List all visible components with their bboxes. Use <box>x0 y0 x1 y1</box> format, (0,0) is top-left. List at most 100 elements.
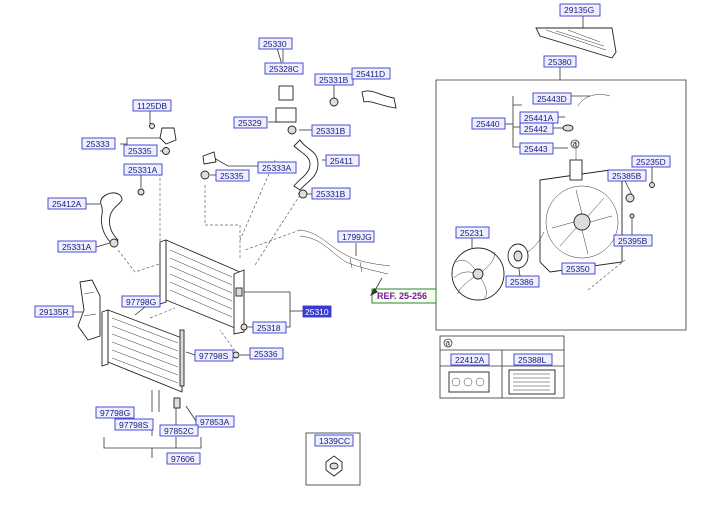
part-label-25411D[interactable]: 25411D <box>351 67 391 80</box>
svg-text:1339CC: 1339CC <box>319 436 350 446</box>
part-label-25335-a[interactable]: 25335 <box>215 169 250 182</box>
part-label-25333A[interactable]: 25333A <box>257 161 297 174</box>
svg-text:25231: 25231 <box>460 228 484 238</box>
part-label-25333[interactable]: 25333 <box>81 137 116 150</box>
part-label-29135R[interactable]: 29135R <box>34 305 74 318</box>
svg-text:25318: 25318 <box>257 323 281 333</box>
part-label-22412A[interactable]: 22412A <box>450 353 490 366</box>
svg-text:25235D: 25235D <box>636 157 666 167</box>
svg-text:25411D: 25411D <box>356 69 385 79</box>
part-label-25335-b[interactable]: 25335 <box>123 144 158 157</box>
svg-text:29135R: 29135R <box>39 307 69 317</box>
svg-text:29135G: 29135G <box>564 5 594 15</box>
part-label-25336[interactable]: 25336 <box>249 347 284 360</box>
part-label-25318[interactable]: 25318 <box>252 321 287 334</box>
condenser <box>101 309 185 409</box>
part-label-25331B-a[interactable]: 25331B <box>314 73 354 86</box>
svg-text:25386: 25386 <box>510 277 534 287</box>
callout-marker-a: a <box>573 140 578 149</box>
svg-text:97798S: 97798S <box>119 420 149 430</box>
part-label-97606[interactable]: 97606 <box>166 452 201 465</box>
svg-text:25395B: 25395B <box>618 236 648 246</box>
part-label-1339CC[interactable]: 1339CC <box>314 434 354 447</box>
svg-text:97852C: 97852C <box>164 426 194 436</box>
svg-text:22412A: 22412A <box>455 355 485 365</box>
bolt-box <box>305 432 361 486</box>
part-label-25385B[interactable]: 25385B <box>607 169 647 182</box>
filler-neck <box>275 65 297 135</box>
callout-legend-a: a <box>446 339 451 348</box>
dashed-guides <box>117 159 626 356</box>
ref-arrowhead <box>370 288 378 296</box>
part-label-25329[interactable]: 25329 <box>233 116 268 129</box>
fan-motor <box>507 231 545 269</box>
part-label-25440[interactable]: 25440 <box>471 117 506 130</box>
part-label-25443[interactable]: 25443 <box>519 142 554 155</box>
part-label-25235D[interactable]: 25235D <box>631 155 671 168</box>
svg-text:25388L: 25388L <box>518 355 547 365</box>
svg-text:97798S: 97798S <box>199 351 229 361</box>
svg-text:25310: 25310 <box>305 307 329 317</box>
part-label-25331A-b[interactable]: 25331A <box>57 240 97 253</box>
part-label-97798G-b[interactable]: 97798G <box>95 406 135 419</box>
side-air-guard <box>77 279 101 341</box>
part-label-25388L[interactable]: 25388L <box>513 353 553 366</box>
svg-text:97853A: 97853A <box>200 417 230 427</box>
part-label-97852C[interactable]: 97852C <box>159 424 199 437</box>
svg-text:97606: 97606 <box>171 454 195 464</box>
svg-text:REF. 25-256: REF. 25-256 <box>377 291 427 301</box>
svg-text:25331A: 25331A <box>62 242 92 252</box>
part-label-1125DB[interactable]: 1125DB <box>132 99 172 112</box>
svg-text:25333: 25333 <box>86 139 110 149</box>
svg-text:25443D: 25443D <box>537 94 567 104</box>
part-label-25328C[interactable]: 25328C <box>264 62 304 75</box>
svg-text:25412A: 25412A <box>52 199 82 209</box>
svg-text:25331A: 25331A <box>128 165 158 175</box>
part-label-1799JG[interactable]: 1799JG <box>337 230 375 243</box>
upper-hose <box>329 90 397 109</box>
ref-link[interactable]: REF. 25-256 <box>371 288 437 304</box>
svg-text:25331B: 25331B <box>319 75 349 85</box>
svg-text:1125DB: 1125DB <box>137 101 167 111</box>
part-label-25330[interactable]: 25330 <box>258 37 293 50</box>
part-label-25442[interactable]: 25442 <box>519 122 554 135</box>
part-label-25441A[interactable]: 25441A <box>519 111 559 124</box>
svg-text:97798G: 97798G <box>126 297 156 307</box>
svg-text:25328C: 25328C <box>269 64 299 74</box>
cooling-fan <box>451 247 505 301</box>
part-label-97853A[interactable]: 97853A <box>195 415 235 428</box>
radiator <box>159 239 248 359</box>
svg-text:25441A: 25441A <box>524 113 554 123</box>
upper-air-guard <box>535 27 617 59</box>
part-label-97798S-b[interactable]: 97798S <box>114 418 154 431</box>
svg-text:1799JG: 1799JG <box>342 232 372 242</box>
part-label-25231[interactable]: 25231 <box>455 226 490 239</box>
svg-text:25440: 25440 <box>476 119 500 129</box>
part-label-97798S-a[interactable]: 97798S <box>194 349 234 362</box>
svg-text:25331B: 25331B <box>316 189 346 199</box>
part-label-25411[interactable]: 25411 <box>325 154 360 167</box>
svg-text:25380: 25380 <box>548 57 572 67</box>
part-label-25380[interactable]: 25380 <box>543 55 577 68</box>
part-label-25331A-a[interactable]: 25331A <box>123 163 163 176</box>
svg-text:25385B: 25385B <box>612 171 642 181</box>
svg-text:25442: 25442 <box>524 124 548 134</box>
part-label-25331B-b[interactable]: 25331B <box>311 124 351 137</box>
svg-text:25336: 25336 <box>254 349 278 359</box>
part-label-25386[interactable]: 25386 <box>505 275 540 288</box>
part-label-25443D[interactable]: 25443D <box>532 92 572 105</box>
svg-text:25411: 25411 <box>330 156 353 166</box>
part-label-25412A[interactable]: 25412A <box>47 197 87 210</box>
part-label-25350[interactable]: 25350 <box>561 262 596 275</box>
svg-text:25350: 25350 <box>566 264 590 274</box>
part-label-25331B-c[interactable]: 25331B <box>311 187 351 200</box>
part-label-25310[interactable]: 25310 <box>302 305 332 318</box>
part-label-29135G[interactable]: 29135G <box>559 3 601 17</box>
lower-hose <box>293 139 319 199</box>
svg-text:25329: 25329 <box>238 118 262 128</box>
upper-mount <box>200 151 217 180</box>
part-label-25395B[interactable]: 25395B <box>613 234 653 247</box>
fan-assembly-frame <box>435 79 687 331</box>
part-label-97798G-a[interactable]: 97798G <box>121 295 161 308</box>
